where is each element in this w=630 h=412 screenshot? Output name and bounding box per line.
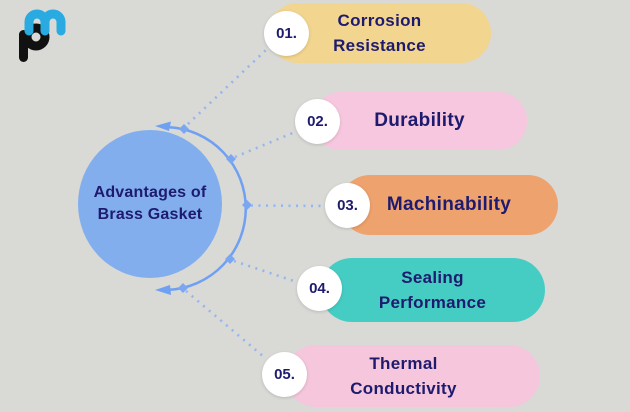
advantage-label: Machinability [386, 193, 512, 215]
advantage-pill-machinability: Machinability [340, 175, 558, 235]
central-topic-label: Advantages of Brass Gasket [93, 184, 207, 223]
dotted-connector-3 [250, 204, 325, 208]
number-badge-02: 02. [295, 99, 340, 144]
dotted-connector-2 [234, 130, 296, 159]
advantage-label: Sealing Performance [378, 267, 487, 313]
number-label: 03. [337, 197, 358, 214]
arc-node-3 [242, 200, 252, 210]
dotted-connector-5 [185, 290, 265, 358]
arc-node-5 [178, 283, 188, 293]
pm-logo [8, 4, 70, 66]
advantage-pill-thermal-conductivity: Thermal Conductivity [285, 345, 540, 407]
number-label: 04. [309, 280, 330, 297]
logo-letter-p [19, 23, 50, 62]
number-label: 05. [274, 366, 295, 383]
arc-node-2 [226, 154, 236, 164]
dotted-connector-4 [233, 259, 298, 284]
dotted-connector-1 [187, 48, 268, 125]
logo-letter-m [24, 9, 66, 36]
number-badge-04: 04. [297, 266, 342, 311]
arc-node-1 [179, 124, 189, 134]
advantage-label: Durability [374, 109, 465, 131]
arc-arrowhead-bottom [155, 285, 171, 295]
number-badge-03: 03. [325, 183, 370, 228]
number-label: 01. [276, 25, 297, 42]
advantage-label: Corrosion Resistance [333, 10, 426, 56]
number-label: 02. [307, 113, 328, 130]
number-badge-05: 05. [262, 352, 307, 397]
advantage-pill-durability: Durability [312, 92, 527, 150]
advantage-pill-sealing-performance: Sealing Performance [320, 258, 545, 322]
number-badge-01: 01. [264, 11, 309, 56]
arc-node-4 [225, 254, 235, 264]
central-topic-circle: Advantages of Brass Gasket [78, 130, 222, 278]
pm-logo-graphic [19, 9, 66, 62]
advantage-label: Thermal Conductivity [350, 353, 457, 399]
